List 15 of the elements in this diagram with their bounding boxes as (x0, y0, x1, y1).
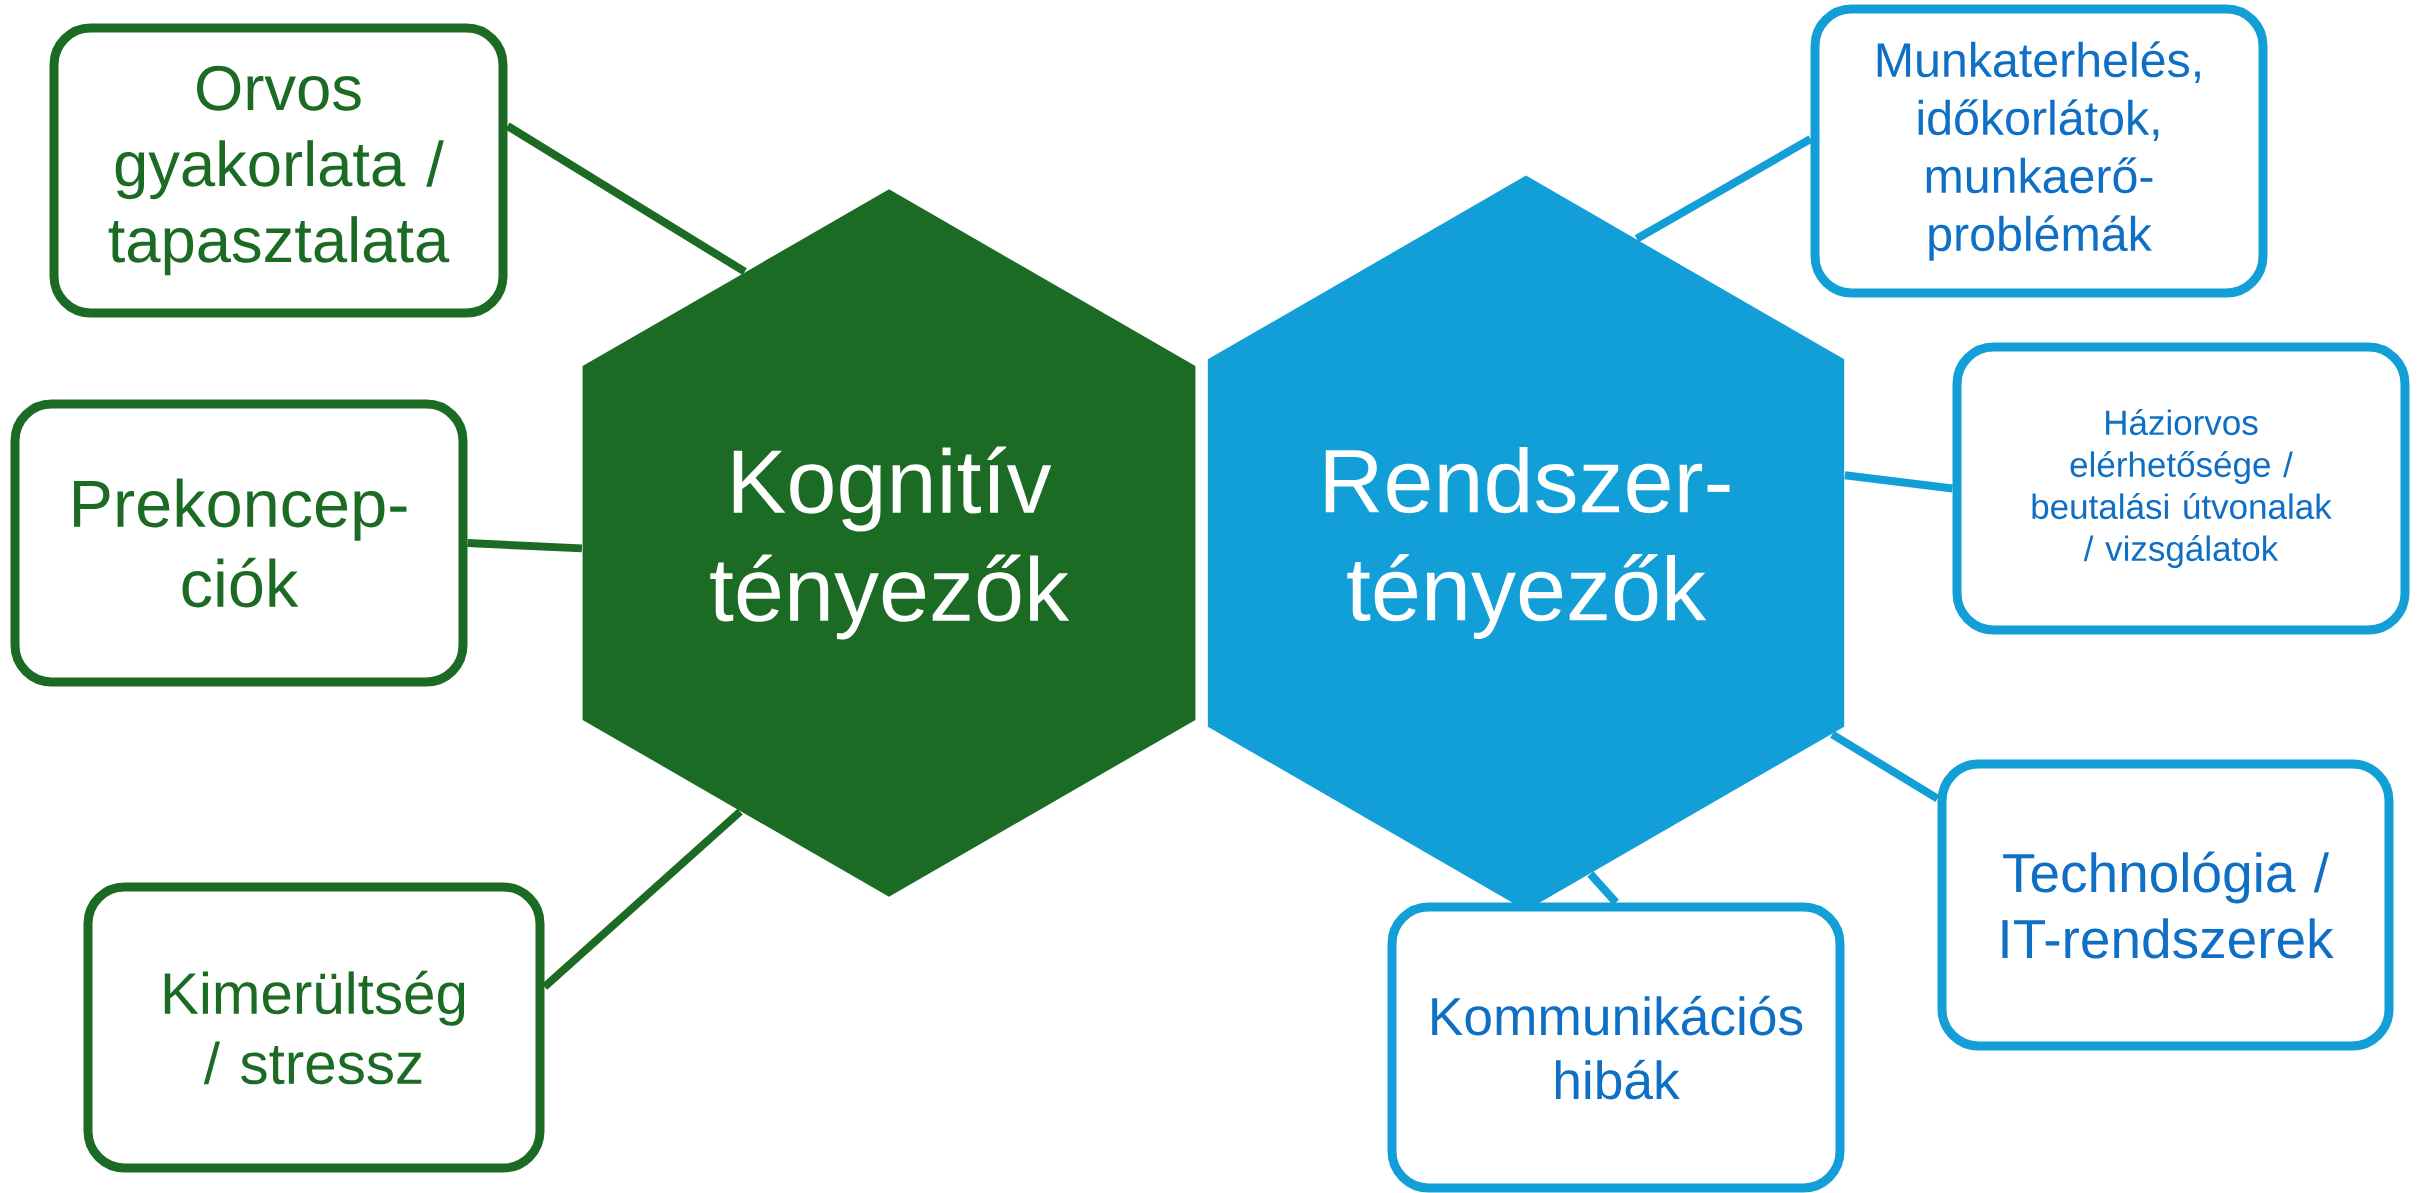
factor-box: Technológia / IT-rendszerek (1937, 759, 2394, 1051)
connector-line (505, 122, 747, 276)
hexagon: Kognitív tényezők (582, 189, 1196, 897)
connector-line (1587, 871, 1619, 906)
connector-line (1634, 135, 1813, 243)
factor-box: Munkaterhelés, időkorlátok, munkaerő- problémák (1810, 4, 2268, 298)
connector-line (1830, 730, 1940, 803)
factor-box: Orvos gyakorlata / tapasztalata (49, 23, 508, 318)
factor-box: Kimerültség / stressz (83, 882, 545, 1173)
factor-box: Prekoncep- ciók (10, 399, 468, 687)
factor-box: Kommunikációs hibák (1387, 902, 1845, 1193)
connector-line (541, 808, 743, 990)
hexagon: Rendszer- tényezők (1207, 175, 1845, 911)
factor-box: Háziorvos elérhetősége / beutalási útvonalak / vizsgálatok (1952, 342, 2410, 635)
connector-line (1844, 471, 1953, 493)
